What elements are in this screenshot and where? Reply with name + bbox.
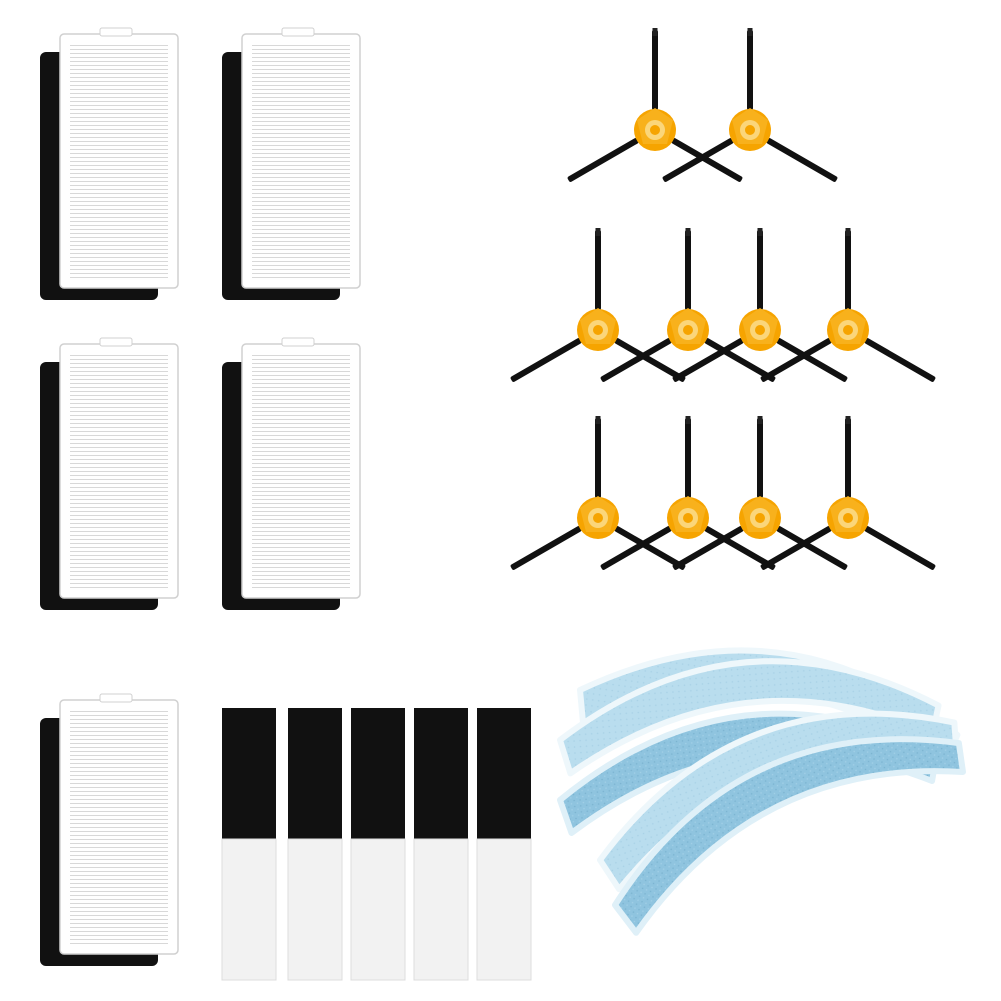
side-brush-1 [566, 28, 744, 183]
side-brush-4 [599, 228, 777, 383]
sponge-filter-1 [221, 707, 277, 981]
sponge-filter-5 [476, 707, 532, 981]
side-brush-10 [759, 416, 937, 571]
sponge-filter-4 [413, 707, 469, 981]
side-brush-7 [509, 416, 687, 571]
hepa-filter-3 [39, 337, 179, 611]
sponge-filter-2 [287, 707, 343, 981]
sponge-filter-3 [350, 707, 406, 981]
side-brush-5 [671, 228, 849, 383]
hepa-filter-4 [221, 337, 361, 611]
hepa-filter-2 [221, 27, 361, 301]
side-brush-9 [671, 416, 849, 571]
hepa-filter-5 [39, 693, 179, 967]
side-brush-8 [599, 416, 777, 571]
side-brush-3 [509, 228, 687, 383]
side-brush-6 [759, 228, 937, 383]
hepa-filter-1 [39, 27, 179, 301]
side-brush-2 [661, 28, 839, 183]
